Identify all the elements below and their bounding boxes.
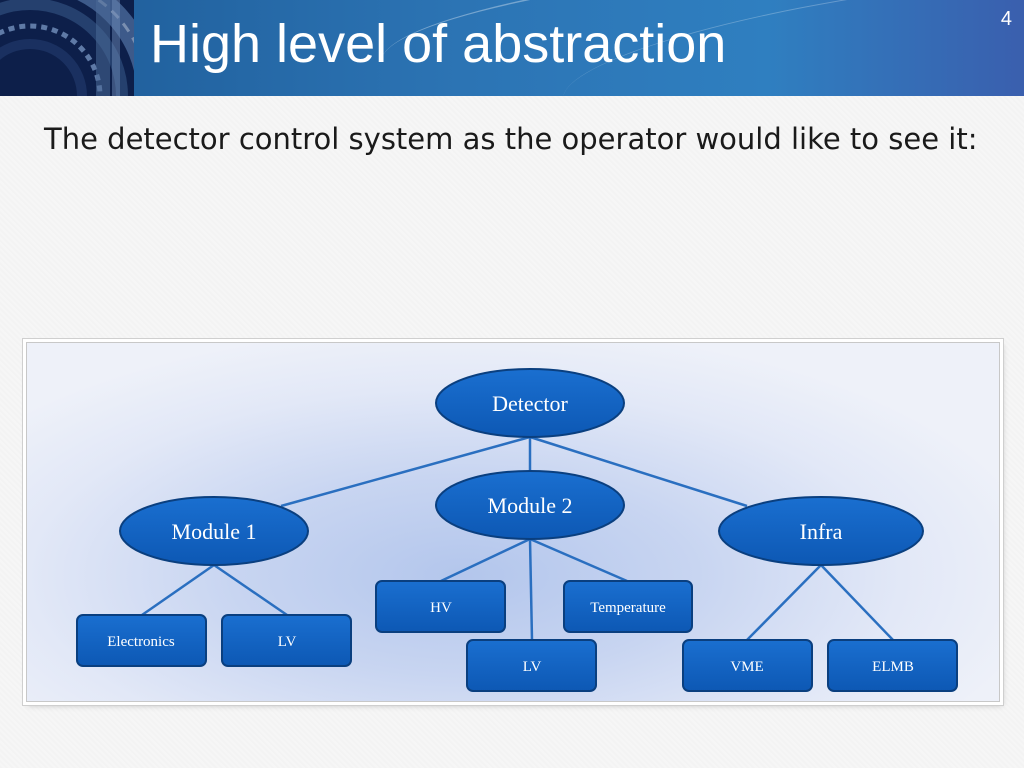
connector-module1-electronics <box>141 563 215 617</box>
connector-infra-elmb <box>820 564 894 641</box>
connector-module1-lv <box>213 563 288 617</box>
node-elmb-label: ELMB <box>872 659 914 675</box>
connector-lines <box>141 435 894 641</box>
node-module-2-label: Module 2 <box>488 493 573 518</box>
connector-module2-temperature <box>529 537 628 583</box>
node-hv-label: HV <box>430 600 452 616</box>
node-module-1-label: Module 1 <box>172 519 257 544</box>
hierarchy-diagram: Detector Module 2 Module 1 Infra Electro… <box>76 368 958 692</box>
node-vme[interactable]: VME <box>682 639 813 692</box>
node-temperature-label: Temperature <box>590 600 666 616</box>
node-detector-label: Detector <box>492 391 568 416</box>
body-text: The detector control system as the opera… <box>44 122 978 156</box>
node-module1-lv[interactable]: LV <box>221 614 352 667</box>
node-module2-lv[interactable]: LV <box>466 639 597 692</box>
logo-graphic <box>0 0 134 96</box>
node-vme-label: VME <box>730 659 763 675</box>
slide-title: High level of abstraction <box>150 14 727 74</box>
connector-detector-infra <box>529 435 748 508</box>
node-infra[interactable]: Infra <box>718 496 924 566</box>
node-module1-lv-label: LV <box>278 634 297 650</box>
node-detector[interactable]: Detector <box>435 368 625 438</box>
node-module-1[interactable]: Module 1 <box>119 496 309 566</box>
node-temperature[interactable]: Temperature <box>563 580 693 633</box>
node-electronics[interactable]: Electronics <box>76 614 207 667</box>
connector-infra-vme <box>746 564 822 641</box>
node-hv[interactable]: HV <box>375 580 506 633</box>
node-module-2[interactable]: Module 2 <box>435 470 625 540</box>
diagram-panel: Detector Module 2 Module 1 Infra Electro… <box>26 342 1000 702</box>
node-module2-lv-label: LV <box>523 659 542 675</box>
node-electronics-label: Electronics <box>107 634 175 650</box>
experiment-logo <box>0 0 134 96</box>
slide-header: High level of abstraction 4 <box>0 0 1024 96</box>
node-elmb[interactable]: ELMB <box>827 639 958 692</box>
connector-module2-lv <box>528 538 534 641</box>
slide-number: 4 <box>1000 8 1012 30</box>
connector-detector-module1 <box>280 435 531 508</box>
connector-module2-hv <box>440 537 531 583</box>
node-infra-label: Infra <box>800 519 843 544</box>
